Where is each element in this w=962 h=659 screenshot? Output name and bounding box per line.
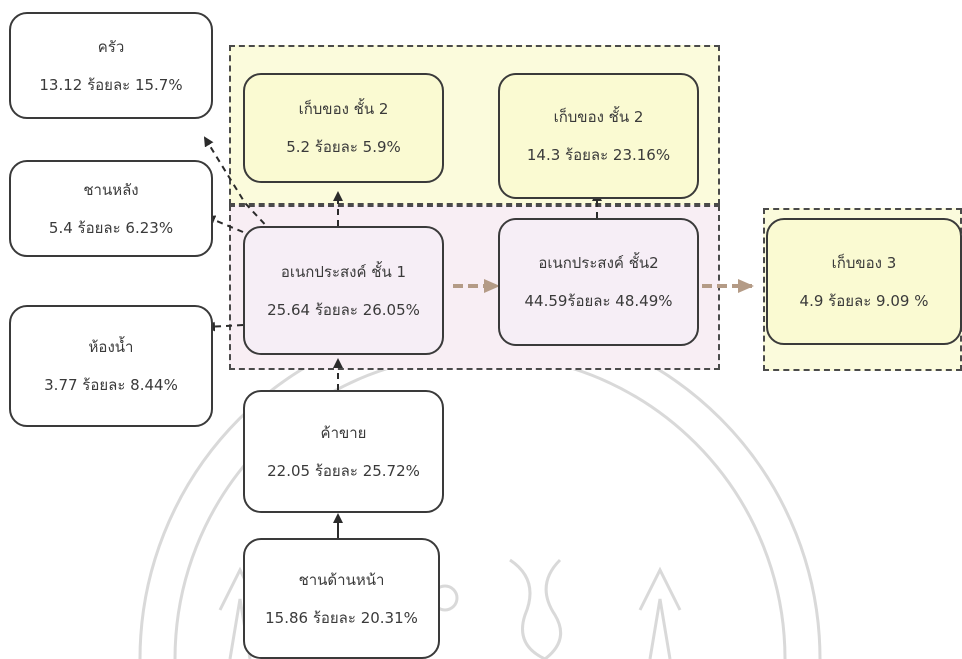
node-bathroom-name: ห้องน้ำ [88, 338, 134, 356]
node-storage-floor2-right-name: เก็บของ ชั้น 2 [553, 108, 644, 126]
node-trade-name: ค้าขาย [320, 423, 367, 442]
watermark-ornament [509, 558, 563, 659]
node-multipurpose-floor2-name: อเนกประสงค์ ชั้น2 [538, 254, 659, 272]
node-kitchen-name: ครัว [97, 37, 125, 56]
node-trade-value: 22.05 ร้อยละ 25.72% [267, 461, 420, 480]
node-multipurpose-floor1-name: อเนกประสงค์ ชั้น 1 [280, 262, 407, 281]
node-storage-floor2-right: เก็บของ ชั้น 2 14.3 ร้อยละ 23.16% [498, 73, 699, 199]
node-front-porch-name: ชานด้านหน้า [298, 570, 385, 589]
node-multipurpose-floor1-value: 25.64 ร้อยละ 26.05% [267, 300, 420, 319]
node-storage-3-value: 4.9 ร้อยละ 9.09 % [799, 291, 929, 310]
node-front-porch: ชานด้านหน้า 15.86 ร้อยละ 20.31% [243, 538, 440, 659]
node-front-porch-value: 15.86 ร้อยละ 20.31% [265, 608, 418, 627]
node-storage-floor2-left-value: 5.2 ร้อยละ 5.9% [286, 138, 401, 156]
node-bathroom: ห้องน้ำ 3.77 ร้อยละ 8.44% [9, 305, 213, 427]
node-storage-floor2-left: เก็บของ ชั้น 2 5.2 ร้อยละ 5.9% [243, 73, 444, 183]
node-storage-floor2-left-name: เก็บของ ชั้น 2 [298, 100, 389, 118]
node-back-porch: ชานหลัง 5.4 ร้อยละ 6.23% [9, 160, 213, 257]
node-trade: ค้าขาย 22.05 ร้อยละ 25.72% [243, 390, 444, 513]
node-bathroom-value: 3.77 ร้อยละ 8.44% [44, 376, 178, 394]
node-multipurpose-floor2: อเนกประสงค์ ชั้น2 44.59ร้อยละ 48.49% [498, 218, 699, 346]
watermark-tower-right [638, 566, 682, 659]
node-kitchen-value: 13.12 ร้อยละ 15.7% [39, 75, 183, 94]
node-storage-floor2-right-value: 14.3 ร้อยละ 23.16% [526, 146, 671, 164]
node-back-porch-name: ชานหลัง [83, 180, 139, 199]
node-storage-3: เก็บของ 3 4.9 ร้อยละ 9.09 % [766, 218, 962, 345]
node-kitchen: ครัว 13.12 ร้อยละ 15.7% [9, 12, 213, 119]
node-multipurpose-floor1: อเนกประสงค์ ชั้น 1 25.64 ร้อยละ 26.05% [243, 226, 444, 355]
node-back-porch-value: 5.4 ร้อยละ 6.23% [48, 218, 174, 237]
node-storage-3-name: เก็บของ 3 [831, 253, 897, 272]
arrow-multi1-to-kitchen [203, 136, 273, 233]
node-multipurpose-floor2-value: 44.59ร้อยละ 48.49% [524, 292, 673, 310]
